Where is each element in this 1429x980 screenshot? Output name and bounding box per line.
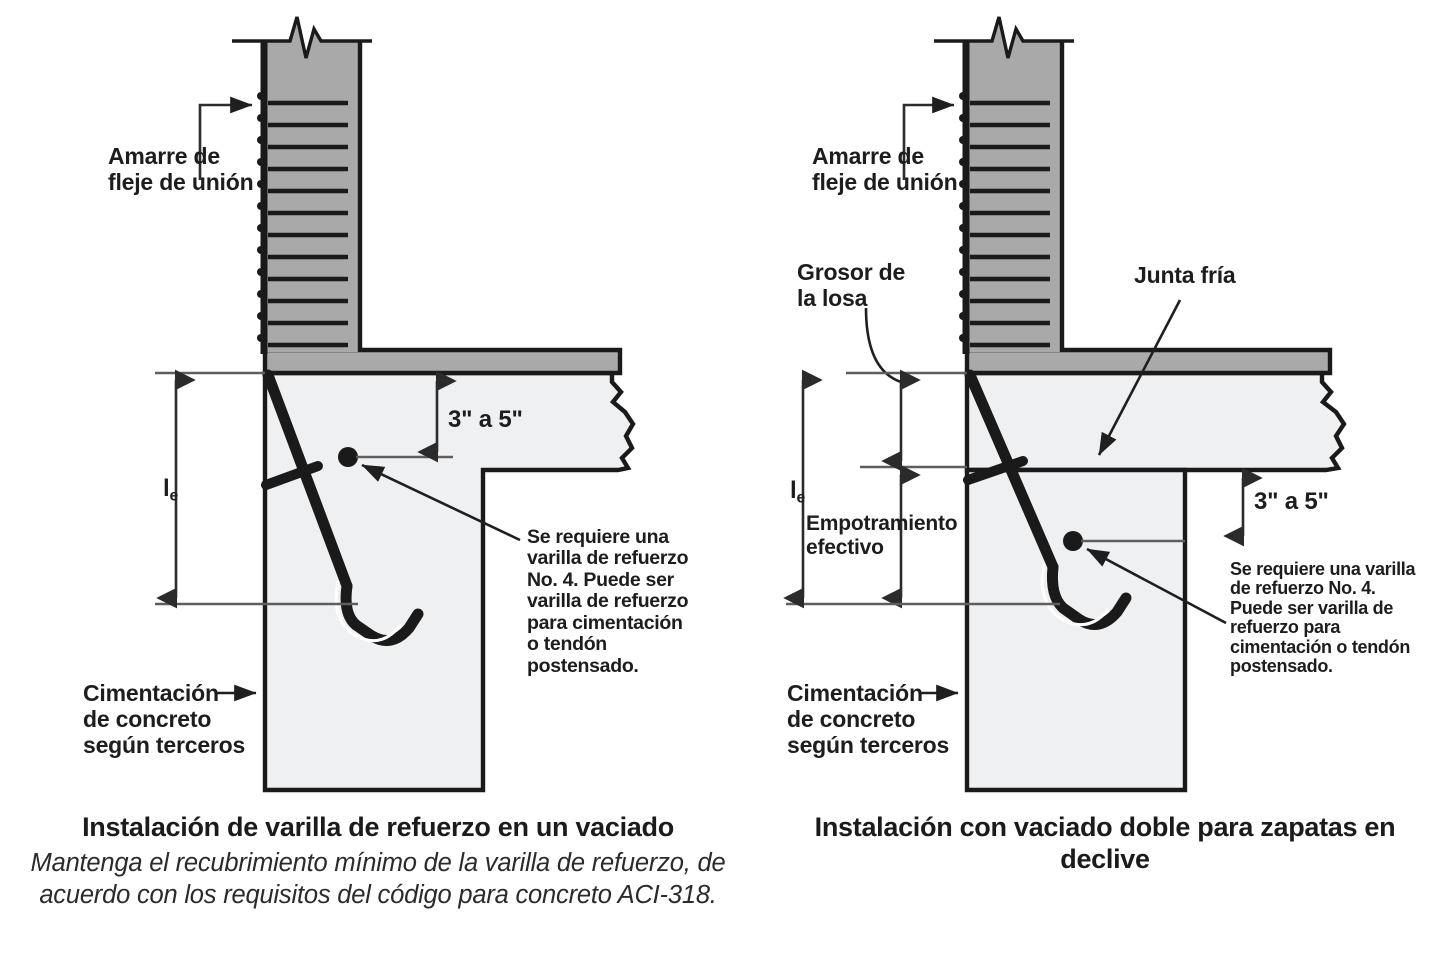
left-wall-break-icon (232, 16, 372, 59)
right-slab-thickness-leader-line (864, 307, 902, 384)
left-figure-group (155, 16, 636, 793)
right-wall-break-icon (934, 16, 1074, 59)
left-tie-strap-label: Amarre de fleje de unión (108, 143, 254, 196)
left-cover-dimension-label: 3" a 5" (448, 406, 523, 433)
right-tie-strap-label: Amarre de fleje de unión (812, 143, 958, 196)
left-embedment-symbol: l (163, 475, 170, 502)
right-caption-title: Instalación con vaciado doble para zapat… (814, 812, 1396, 874)
right-rebar-dot-icon (1063, 531, 1083, 551)
left-caption-subtitle: Mantenga el recubrimiento mínimo de la v… (30, 848, 726, 909)
right-rebar-note: Se requiere una varilla de refuerzo No. … (1230, 559, 1416, 677)
left-tie-leader-line (198, 96, 253, 180)
right-embedment-dimension (783, 369, 1060, 609)
right-cover-dimension-label: 3" a 5" (1254, 488, 1329, 515)
left-slab-shape (262, 347, 623, 376)
left-rebar (262, 369, 424, 646)
left-note-leader-line (361, 463, 521, 542)
left-footing-shape (262, 370, 636, 793)
right-figure-caption: Instalación con vaciado doble para zapat… (800, 812, 1410, 876)
right-effective-embedment-label: Empotramiento efectivo (806, 512, 958, 559)
right-rebar-cross-tie (963, 456, 1028, 485)
right-slab-thickness-label: Grosor de la losa (797, 259, 906, 312)
right-slab-thickness-dimension (846, 369, 967, 472)
right-tie-strap-marks (959, 92, 1050, 348)
right-note-leader-line (1086, 547, 1227, 625)
right-figure-group (783, 16, 1347, 793)
left-rebar-highlight (334, 580, 402, 643)
right-cold-joint-label: Junta fría (1134, 262, 1236, 288)
right-embedment-label: le (790, 477, 805, 507)
right-embedment-symbol: l (790, 477, 797, 504)
left-caption-title: Instalación de varilla de refuerzo en un… (82, 812, 674, 842)
right-rebar-highlight (1040, 563, 1110, 627)
right-tie-leader-line (902, 96, 955, 180)
right-embedment-subscript: e (796, 489, 806, 507)
right-cold-joint-leader-line (1097, 299, 1182, 456)
left-figure-caption: Instalación de varilla de refuerzo en un… (8, 812, 748, 911)
left-rebar-dot-icon (338, 447, 358, 467)
left-tie-strap-marks (257, 92, 348, 348)
left-embedment-label: le (163, 475, 178, 505)
left-rebar-cross-tie (261, 461, 323, 490)
left-embedment-subscript: e (169, 487, 179, 505)
right-rebar (964, 369, 1132, 630)
left-foundation-label: Cimentación de concreto según terceros (83, 680, 246, 759)
left-rebar-note: Se requiere una varilla de refuerzo No. … (527, 526, 689, 677)
right-footing-upper-shape (964, 370, 1347, 473)
left-embedment-dimension (155, 369, 358, 609)
right-footing-lower-shape (964, 467, 1188, 793)
right-foundation-label: Cimentación de concreto según terceros (787, 680, 950, 759)
